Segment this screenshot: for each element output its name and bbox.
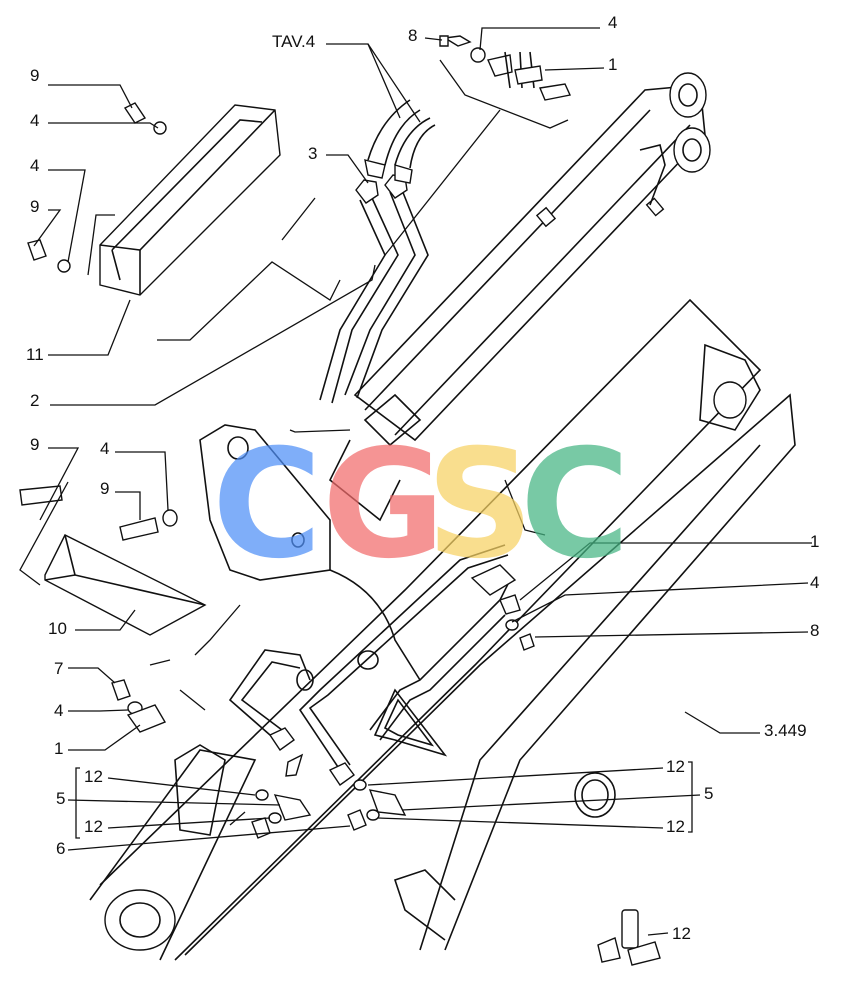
leader-lines: [19, 27, 812, 936]
clamp-top: [439, 35, 572, 101]
watermark-letter-4: C: [520, 418, 631, 592]
callout-10: 10: [48, 619, 67, 638]
callout-4-left: 4: [54, 701, 64, 720]
callout-4-right: 4: [810, 573, 820, 592]
callout-3449: 3.449: [764, 721, 807, 740]
callout-12-upper-left: 12: [84, 767, 103, 786]
callout-9-a: 9: [30, 66, 40, 85]
callout-1-right: 1: [810, 532, 820, 551]
hydraulic-cylinder: [328, 72, 711, 522]
watermark-letter-2: G: [322, 418, 446, 592]
guard-10: [19, 485, 207, 636]
callout-5-left: 5: [56, 789, 66, 808]
boom-lower-end: [89, 744, 257, 961]
callout-11: 11: [26, 345, 44, 364]
watermark-letter-1: C: [212, 418, 323, 592]
guard-11: [27, 102, 281, 296]
callout-1-top: 1: [608, 55, 618, 74]
callout-9-d: 9: [100, 479, 110, 498]
callout-12-lower-right: 12: [666, 817, 685, 836]
flex-hoses: [364, 99, 436, 184]
callout-4-c: 4: [100, 439, 110, 458]
pivot-bracket: [199, 424, 421, 681]
callout-5-right: 5: [704, 784, 714, 803]
callout-4-a: 4: [30, 111, 40, 130]
callout-8-right: 8: [810, 621, 820, 640]
callout-7: 7: [54, 659, 64, 678]
callout-1-left: 1: [54, 739, 64, 758]
callout-9-c: 9: [30, 435, 40, 454]
callout-4-b: 4: [30, 156, 40, 175]
item-12-kit: [597, 909, 661, 966]
lower-pipes: [228, 544, 511, 786]
callout-8-top: 8: [408, 26, 418, 45]
callout-2: 2: [30, 391, 40, 410]
callout-12-lower-left: 12: [84, 817, 103, 836]
callout-6: 6: [56, 839, 66, 858]
clamp-left: [111, 679, 167, 733]
watermark-letter-3: S: [426, 418, 535, 592]
callout-3: 3: [308, 144, 318, 163]
fittings: [251, 753, 407, 839]
callout-4-top: 4: [608, 13, 618, 32]
callout-12-upper-right: 12: [666, 757, 685, 776]
callout-12-bottom: 12: [672, 924, 691, 943]
callout-tav4: TAV.4: [272, 32, 316, 51]
clamp-right: [470, 564, 535, 651]
boom-arm: [99, 298, 796, 961]
callout-9-b: 9: [30, 197, 40, 216]
